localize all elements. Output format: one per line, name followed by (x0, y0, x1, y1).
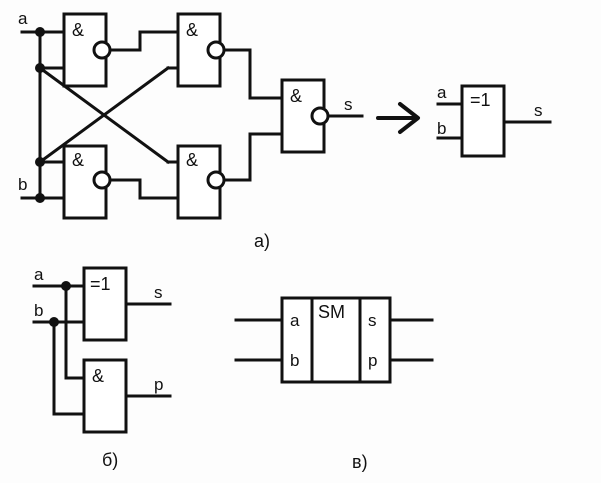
nand-gate-4: & (176, 144, 226, 220)
gate-symbol: & (72, 20, 84, 40)
input-label-b: b (18, 175, 27, 194)
gate-symbol: =1 (90, 274, 111, 294)
output-label-s: s (534, 101, 543, 120)
junction-dot (49, 317, 59, 327)
nand-gate-3: & (176, 12, 226, 88)
input-label-b: b (437, 119, 446, 138)
nand-gate-2: & (62, 144, 112, 220)
junction-dot (35, 157, 45, 167)
gate-symbol: & (186, 20, 198, 40)
caption-a: а) (254, 231, 270, 251)
gate-symbol: & (290, 86, 302, 106)
gate-symbol: & (92, 366, 104, 386)
input-label-b: b (290, 351, 299, 370)
xor-equivalent-gate: =1 a b s (436, 83, 552, 158)
part-b-wires (32, 284, 172, 416)
caption-c: в) (352, 452, 368, 472)
output-label-s: s (368, 311, 377, 330)
sm-block-label: SM (318, 302, 345, 322)
part-a-nand-xor-circuit: & & & & & a b s (18, 9, 552, 251)
junction-dot (61, 281, 71, 291)
gate-symbol: =1 (470, 90, 491, 110)
junction-dot (35, 27, 45, 37)
output-label-s: s (344, 95, 353, 114)
gate-symbol: & (72, 150, 84, 170)
part-a-wires (20, 30, 364, 200)
output-label-p: p (368, 351, 377, 370)
nand-gate-1: & (62, 12, 112, 88)
right-arrow-icon (376, 102, 420, 134)
xor-gate: =1 (82, 266, 128, 342)
output-label-s: s (154, 283, 163, 302)
input-label-a: a (18, 9, 28, 28)
input-label-a: a (34, 265, 44, 284)
part-c-sm-block: SM a b s p в) (234, 296, 434, 472)
output-label-p: p (154, 375, 163, 394)
part-b-half-adder-circuit: =1 & a b s p б) (32, 265, 172, 470)
input-label-a: a (437, 83, 447, 102)
junction-dot (35, 193, 45, 203)
input-label-b: b (34, 301, 43, 320)
nand-gate-5: & (280, 78, 330, 154)
gate-symbol: & (186, 150, 198, 170)
junction-dot (35, 63, 45, 73)
input-label-a: a (290, 311, 300, 330)
caption-b: б) (102, 450, 118, 470)
part-c-wires (234, 318, 434, 362)
sm-block-outline (280, 296, 392, 384)
and-gate: & (82, 358, 128, 434)
